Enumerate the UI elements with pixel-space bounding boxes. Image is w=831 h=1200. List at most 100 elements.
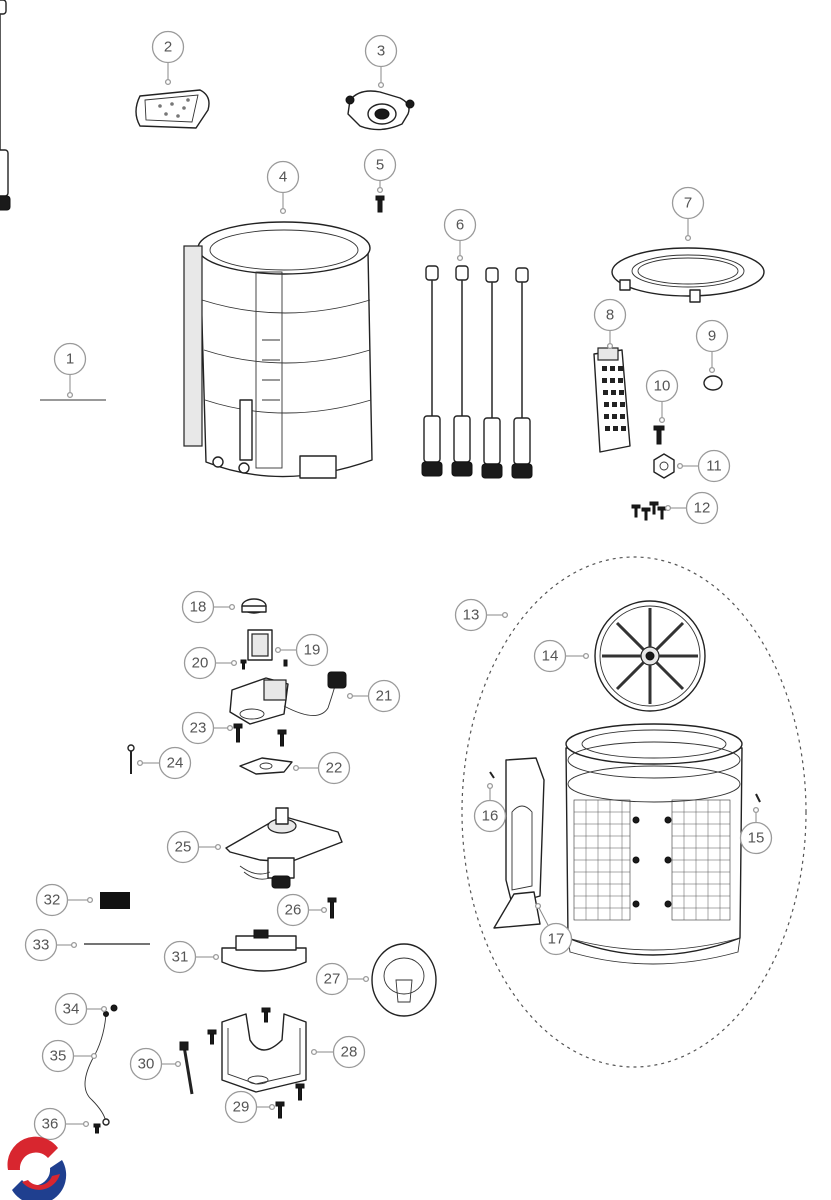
callout-10-leader-dot xyxy=(658,416,666,424)
callout-26: 26 xyxy=(276,893,328,927)
part-5-drawing xyxy=(375,195,385,213)
callout-6-circle xyxy=(443,208,477,242)
callout-11-number: 11 xyxy=(706,458,722,475)
callout-5-circle xyxy=(363,148,397,182)
callout-31: 31 xyxy=(163,940,220,974)
part-28-drawing xyxy=(221,1013,307,1093)
callout-18: 18 xyxy=(181,590,236,624)
callout-21-leader-dot xyxy=(346,692,354,700)
part-23-drawing xyxy=(233,723,287,747)
callout-4-leader-dot xyxy=(279,207,287,215)
part-9-drawing xyxy=(703,375,723,391)
callout-31-leader-dot xyxy=(212,953,220,961)
callout-33-circle xyxy=(24,928,58,962)
callout-26-number: 26 xyxy=(285,902,302,919)
part-14-drawing xyxy=(594,600,706,712)
callout-15: 15 xyxy=(739,806,773,855)
callout-32: 32 xyxy=(35,883,94,917)
callout-1-circle xyxy=(53,342,87,376)
callout-36-number: 36 xyxy=(42,1116,59,1133)
callout-23-leader-dot xyxy=(226,724,234,732)
callout-7: 7 xyxy=(671,186,705,242)
part-21-drawing xyxy=(229,671,347,725)
callout-20-circle xyxy=(183,646,217,680)
part-12-drawing xyxy=(631,501,667,521)
callout-3: 3 xyxy=(364,34,398,89)
callout-6-leader-dot xyxy=(456,254,464,262)
callout-5-number: 5 xyxy=(376,157,384,174)
callout-7-circle xyxy=(671,186,705,220)
callout-12-leader-dot xyxy=(664,504,672,512)
callout-1-number: 1 xyxy=(66,351,74,368)
callout-2-leader-dot xyxy=(164,78,172,86)
part-35-drawing xyxy=(84,1011,110,1126)
callout-9-number: 9 xyxy=(708,328,716,345)
callout-21-circle xyxy=(367,679,401,713)
part-3-drawing xyxy=(345,90,415,131)
callout-6-number: 6 xyxy=(456,217,464,234)
callout-21-number: 21 xyxy=(376,688,393,705)
callout-23-number: 23 xyxy=(190,720,207,737)
callout-13-leader-dot xyxy=(501,611,509,619)
callout-29: 29 xyxy=(224,1090,276,1124)
inner-tub-drawing xyxy=(565,723,743,965)
callout-16-number: 16 xyxy=(482,808,499,825)
part-31-drawing xyxy=(221,929,307,972)
callout-32-number: 32 xyxy=(44,892,61,909)
callout-21: 21 xyxy=(346,679,401,713)
part-6-drawing xyxy=(0,0,533,479)
callout-3-leader-dot xyxy=(377,81,385,89)
callout-19-circle xyxy=(295,633,329,667)
part-24-drawing xyxy=(127,744,135,774)
callout-17: 17 xyxy=(534,902,573,956)
callout-12-number: 12 xyxy=(694,500,711,517)
callout-4-circle xyxy=(266,160,300,194)
callout-1: 1 xyxy=(53,342,87,399)
callout-28-circle xyxy=(332,1035,366,1069)
callout-32-leader-dot xyxy=(86,896,94,904)
callout-24: 24 xyxy=(136,746,192,780)
callout-24-number: 24 xyxy=(167,755,184,772)
part-20-drawing xyxy=(240,659,247,670)
callout-28: 28 xyxy=(310,1035,366,1069)
part-30-drawing xyxy=(179,1041,194,1095)
callout-19-leader-dot xyxy=(274,646,282,654)
callout-23-circle xyxy=(181,711,215,745)
callout-8-circle xyxy=(593,298,627,332)
callout-15-leader-dot xyxy=(752,806,760,814)
part-34-drawing xyxy=(110,1004,118,1012)
callout-29-number: 29 xyxy=(233,1099,250,1116)
callout-14-circle xyxy=(533,639,567,673)
callout-16-circle xyxy=(473,799,507,833)
callout-35: 35 xyxy=(41,1039,98,1073)
callout-6: 6 xyxy=(443,208,477,262)
callout-23: 23 xyxy=(181,711,234,745)
callout-17-circle xyxy=(539,922,573,956)
callout-12: 12 xyxy=(664,491,719,525)
callout-33: 33 xyxy=(24,928,78,962)
callout-17-number: 17 xyxy=(548,931,565,948)
callout-36: 36 xyxy=(33,1107,90,1141)
part-22-drawing xyxy=(239,757,293,775)
callout-20-number: 20 xyxy=(192,655,209,672)
callout-36-leader-dot xyxy=(82,1120,90,1128)
callout-35-circle xyxy=(41,1039,75,1073)
callout-2-number: 2 xyxy=(164,39,172,56)
part-32-drawing xyxy=(100,892,130,909)
callout-31-number: 31 xyxy=(172,949,189,966)
callout-9: 9 xyxy=(695,319,729,374)
callout-25-number: 25 xyxy=(175,839,192,856)
part-8-drawing xyxy=(593,347,631,453)
callout-35-number: 35 xyxy=(50,1048,67,1065)
brand-logo-icon xyxy=(7,1136,67,1200)
callout-32-circle xyxy=(35,883,69,917)
callout-14: 14 xyxy=(533,639,590,673)
callout-8-number: 8 xyxy=(606,307,614,324)
callout-18-number: 18 xyxy=(190,599,207,616)
callout-28-leader-dot xyxy=(310,1048,318,1056)
callout-1-leader-dot xyxy=(66,391,74,399)
callout-22-number: 22 xyxy=(326,760,343,777)
part-2-drawing xyxy=(135,89,210,129)
callout-22-leader-dot xyxy=(292,764,300,772)
